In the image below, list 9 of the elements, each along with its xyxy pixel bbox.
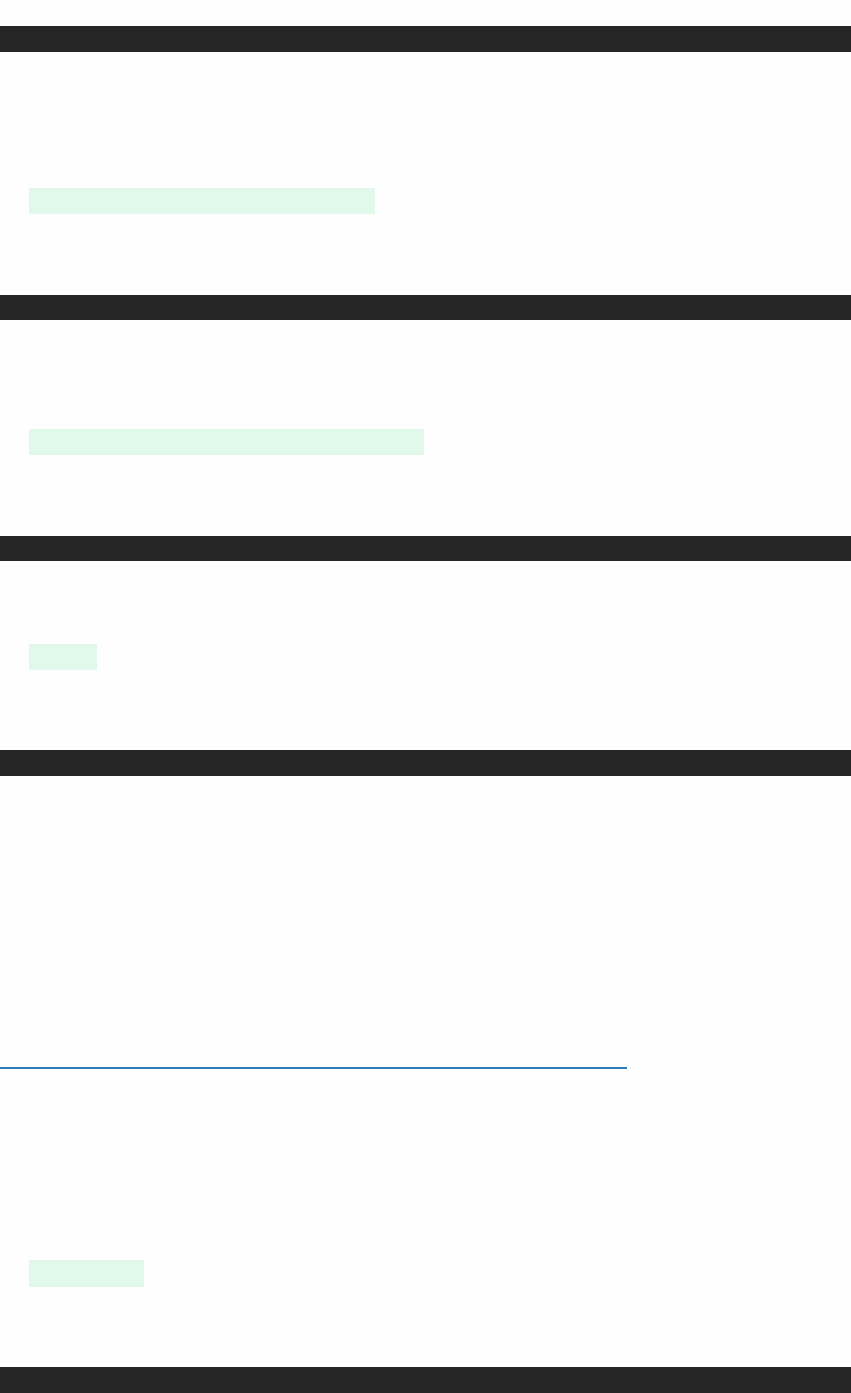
highlight-box (29, 188, 375, 214)
highlight-box (29, 429, 424, 455)
header-bar (0, 536, 851, 561)
header-bar (0, 1367, 851, 1393)
highlight-box (29, 1260, 144, 1287)
header-bar (0, 750, 851, 776)
highlight-box (29, 644, 97, 670)
header-bar (0, 26, 851, 52)
header-bar (0, 295, 851, 320)
